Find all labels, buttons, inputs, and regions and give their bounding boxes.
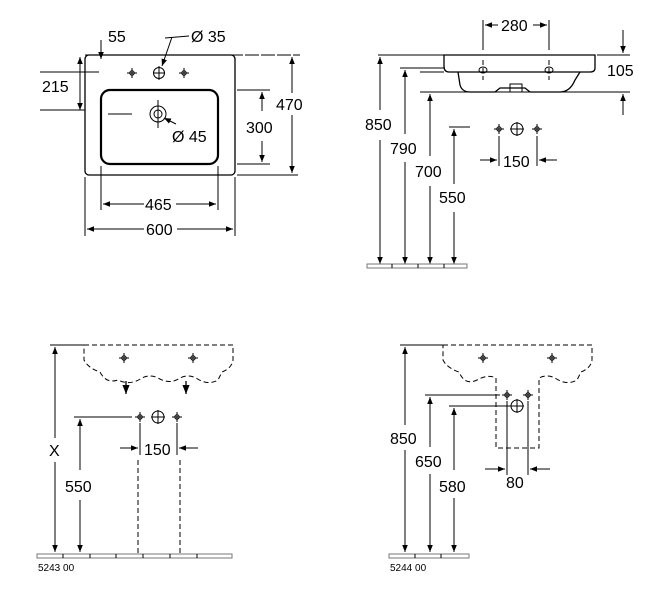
dim-dia-35: Ø 35 — [191, 29, 226, 46]
basin-bowl — [99, 88, 220, 166]
dim-105: 105 — [607, 63, 634, 80]
floor-line — [366, 263, 468, 269]
dim-215: 215 — [42, 79, 69, 96]
dim-55: 55 — [108, 29, 126, 46]
fixing-hole-icon — [118, 352, 130, 364]
supply-valve-icon — [522, 389, 534, 401]
supply-valve-icon — [493, 123, 505, 135]
dim-465: 465 — [145, 197, 172, 214]
dim-600: 600 — [146, 222, 173, 239]
supply-valve-icon — [134, 411, 146, 423]
dim-150: 150 — [144, 442, 171, 459]
fixing-hole-icon — [477, 352, 489, 364]
side-view: 280 105 850 790 700 550 — [365, 18, 634, 269]
basin-profile — [443, 54, 596, 73]
dim-700: 700 — [415, 164, 442, 181]
dim-280: 280 — [501, 18, 528, 35]
dim-300: 300 — [246, 120, 273, 137]
basin-outline — [84, 54, 236, 176]
dim-x: X — [49, 443, 60, 460]
dim-650: 650 — [415, 454, 442, 471]
dim-550: 550 — [439, 190, 466, 207]
dim-790: 790 — [390, 141, 417, 158]
tap-hole-icon — [178, 67, 190, 79]
supply-valve-icon — [171, 411, 183, 423]
fixing-hole-icon — [546, 352, 558, 364]
product-code: 5244 00 — [390, 563, 427, 574]
dim-850: 850 — [365, 117, 392, 134]
front-view-5243: 150 X 550 5243 00 — [36, 344, 234, 574]
dim-580: 580 — [439, 479, 466, 496]
basin-hidden-outline — [83, 344, 234, 384]
dim-850: 850 — [390, 431, 417, 448]
front-view-5244: 80 850 650 580 5244 00 — [388, 344, 593, 574]
fixing-hole-icon — [187, 352, 199, 364]
product-code: 5243 00 — [38, 563, 75, 574]
tap-hole-icon — [126, 67, 138, 79]
dim-470: 470 — [276, 97, 303, 114]
dim-150: 150 — [503, 154, 530, 171]
supply-valve-icon — [531, 123, 543, 135]
semi-pedestal-hidden-outline — [442, 344, 593, 449]
supply-valve-icon — [501, 389, 513, 401]
floor-line — [388, 553, 470, 559]
dim-550: 550 — [65, 479, 92, 496]
dim-dia-45: Ø 45 — [172, 129, 207, 146]
dim-80: 80 — [506, 475, 524, 492]
top-view: 55 Ø 35 215 Ø 45 300 470 465 600 — [40, 29, 303, 239]
floor-line — [36, 553, 233, 559]
